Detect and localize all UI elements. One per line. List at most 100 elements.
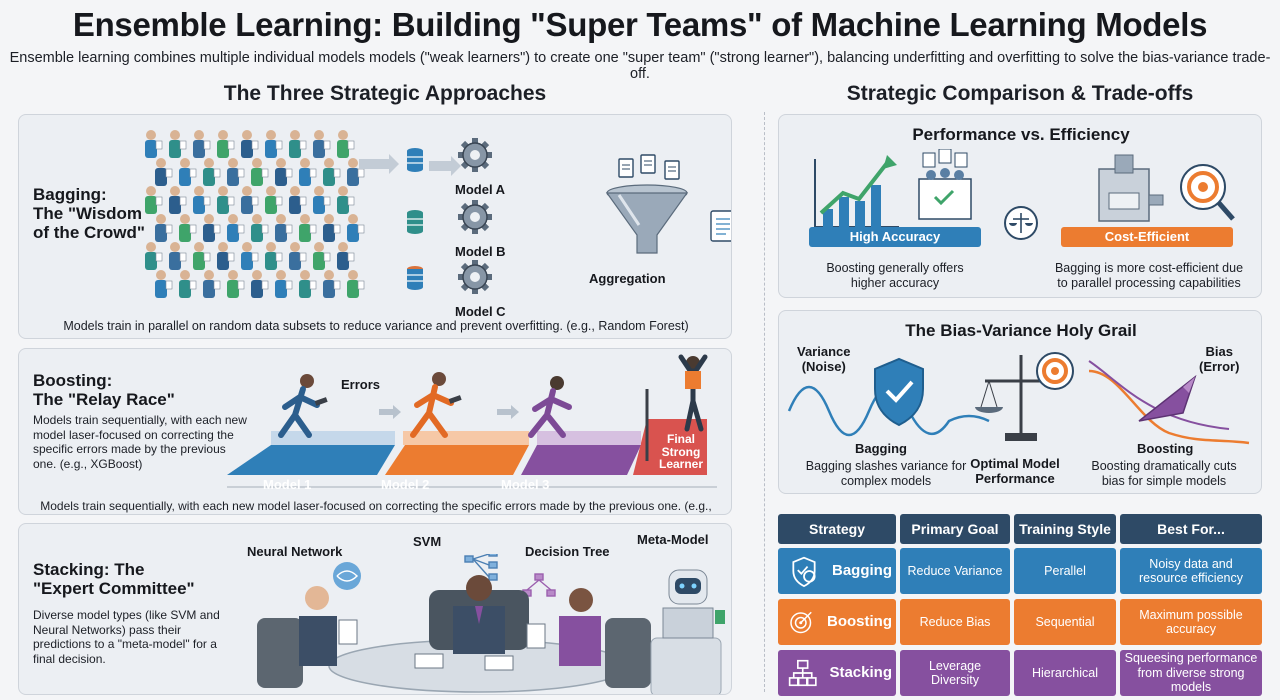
bias-variance-panel: The Bias-Variance Holy Grail Variance (N… xyxy=(778,310,1262,494)
crowd-person xyxy=(227,214,245,242)
cost-efficient-bar: Cost-Efficient xyxy=(1061,227,1233,247)
performance-illustration xyxy=(814,149,1235,240)
crowd-person xyxy=(347,270,365,298)
crowd-person xyxy=(337,242,355,270)
crowd-person xyxy=(179,158,197,186)
table-cell-stacking-style: Hierarchical xyxy=(1014,650,1116,696)
crowd-person xyxy=(169,130,187,158)
bagging-panel: Bagging: The "Wisdom of the Crowd" Model… xyxy=(18,114,732,339)
table-header-goal: Primary Goal xyxy=(900,514,1010,544)
database-icon-a xyxy=(407,148,423,172)
runner-1 xyxy=(278,374,328,438)
table-cell-bagging-goal: Reduce Variance xyxy=(900,548,1010,594)
crowd-person xyxy=(251,270,269,298)
bias-variance-title: The Bias-Variance Holy Grail xyxy=(905,321,1137,340)
table-header-best-for: Best For... xyxy=(1120,514,1262,544)
crowd-person xyxy=(241,242,259,270)
crowd-person xyxy=(217,130,235,158)
data-subset-icons xyxy=(359,148,461,290)
crowd-person xyxy=(203,270,221,298)
crowd-person xyxy=(323,158,341,186)
crowd-person xyxy=(275,214,293,242)
crowd-person xyxy=(203,158,221,186)
bv-bagging-label: Bagging xyxy=(855,441,907,456)
right-section-heading: Strategic Comparison & Trade-offs xyxy=(846,82,1194,105)
machine-icon xyxy=(1098,154,1164,222)
bias-label: Bias (Error) xyxy=(1199,344,1240,374)
crowd-person xyxy=(155,158,173,186)
bv-boosting-label: Boosting xyxy=(1137,441,1194,456)
stacking-panel: Stacking: The "Expert Committee" Diverse… xyxy=(18,523,732,695)
crowd-person xyxy=(337,130,355,158)
crowd-person xyxy=(265,242,283,270)
crowd-person xyxy=(347,214,365,242)
model-c-label: Model C xyxy=(455,304,506,319)
crowd-person xyxy=(251,214,269,242)
crowd-person xyxy=(289,130,307,158)
performance-efficiency-panel: Performance vs. Efficiency xyxy=(778,114,1262,298)
final-strong-learner-label: Final Strong Learner xyxy=(658,432,704,472)
crowd-person xyxy=(275,270,293,298)
brain-icon xyxy=(333,562,361,590)
track-model-2: Model 2 xyxy=(381,477,430,492)
errors-label: Errors xyxy=(341,377,381,392)
gear-icon xyxy=(458,138,492,172)
bagging-efficiency-note: Bagging is more cost-efficient due to pa… xyxy=(1054,261,1244,291)
expert-person-2 xyxy=(429,575,529,654)
gear-icon xyxy=(458,200,492,234)
meta-model-label: Meta-Model xyxy=(637,532,709,547)
gear-icon xyxy=(458,260,492,294)
crowd-person xyxy=(313,130,331,158)
variance-label: Variance (Noise) xyxy=(797,344,851,374)
page-subtitle: Ensemble learning combines multiple indi… xyxy=(9,50,1271,82)
relay-track xyxy=(227,389,717,488)
optimal-model-label: Optimal Model Performance xyxy=(970,456,1060,486)
page-title: Ensemble Learning: Building "Super Teams… xyxy=(72,6,1208,43)
model-gear-icons xyxy=(458,138,492,294)
bagging-title: Bagging: The "Wisdom of the Crowd" xyxy=(33,185,145,243)
bagging-caption: Models train in parallel on random data … xyxy=(63,319,689,333)
decision-tree-icon xyxy=(522,573,556,597)
svm-diagram-icon xyxy=(464,554,498,581)
rocket-icon xyxy=(1138,374,1197,422)
decision-tree-label: Decision Tree xyxy=(525,544,610,559)
table-row-stacking: Stacking xyxy=(778,650,896,696)
crowd-person xyxy=(275,158,293,186)
crowd-illustration xyxy=(145,130,365,298)
crowd-person xyxy=(155,214,173,242)
relay-race-illustration xyxy=(227,354,717,488)
crowd-person xyxy=(241,130,259,158)
stacking-description: Diverse model types (like SVM and Neural… xyxy=(33,608,220,666)
crowd-person xyxy=(265,186,283,214)
boosting-title: Boosting: The "Relay Race" xyxy=(33,371,175,410)
shield-check-icon xyxy=(874,357,924,427)
table-cell-boosting-style: Sequential xyxy=(1014,599,1116,645)
model-b-label: Model B xyxy=(455,244,506,259)
table-header-style: Training Style xyxy=(1014,514,1116,544)
expert-person-3 xyxy=(526,588,651,688)
meta-model-robot xyxy=(650,569,725,694)
boosting-description: Models train sequentially, with each new… xyxy=(33,413,247,471)
crowd-person xyxy=(169,242,187,270)
left-section-heading: The Three Strategic Approaches xyxy=(223,82,547,105)
shield-gear-icon xyxy=(792,556,816,588)
boosting-caption: Models train sequentially, with each new… xyxy=(40,499,712,514)
stacking-title: Stacking: The "Expert Committee" xyxy=(33,560,195,599)
table-header-strategy: Strategy xyxy=(778,514,896,544)
crowd-person xyxy=(227,158,245,186)
crowd-person xyxy=(193,186,211,214)
crowd-person xyxy=(289,242,307,270)
crowd-person xyxy=(145,242,163,270)
crowd-person xyxy=(299,214,317,242)
crowd-person xyxy=(323,214,341,242)
expert-person-1 xyxy=(257,586,358,688)
crowd-person xyxy=(145,186,163,214)
crowd-person xyxy=(227,270,245,298)
table-cell-bagging-best: Noisy data and resource efficiency xyxy=(1120,548,1262,594)
crowd-person xyxy=(299,270,317,298)
table-cell-stacking-best: Squeesing performance from diverse stron… xyxy=(1120,650,1262,696)
crowd-person xyxy=(241,186,259,214)
crowd-person xyxy=(217,186,235,214)
crowd-person xyxy=(289,186,307,214)
crowd-person xyxy=(313,186,331,214)
